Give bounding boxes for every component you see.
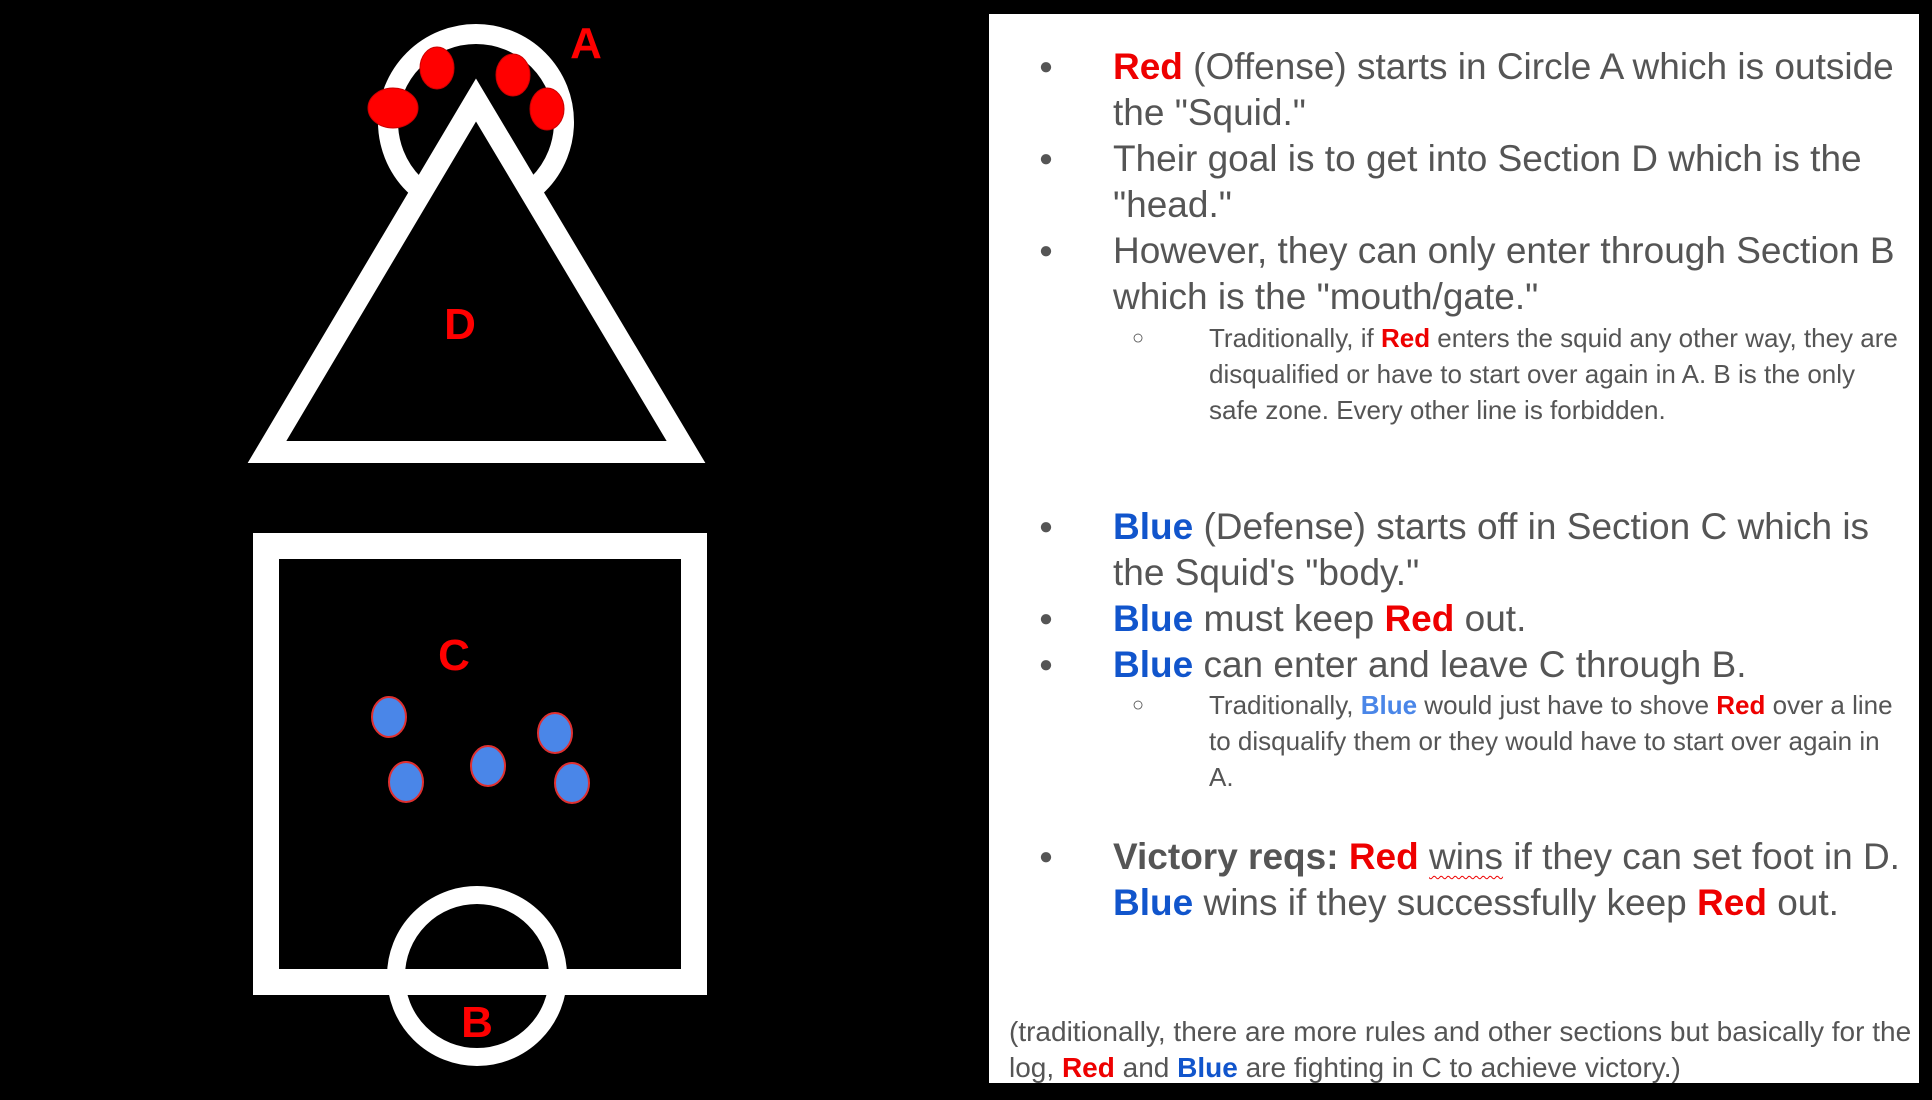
rule-text: out. bbox=[1766, 882, 1839, 923]
blue-player bbox=[470, 745, 506, 787]
rule-text: must keep bbox=[1193, 598, 1385, 639]
squid-game-diagram: A D C B bbox=[247, 19, 707, 1066]
blue-player bbox=[554, 762, 590, 804]
rule-blue-movement: ● Blue can enter and leave C through B. bbox=[1039, 642, 1913, 688]
label-a: A bbox=[570, 19, 602, 68]
rule-text: However, they can only enter through Sec… bbox=[1113, 230, 1895, 317]
bullet-icon: ● bbox=[1038, 651, 1054, 678]
red-players bbox=[367, 46, 565, 131]
rule-text: Traditionally, bbox=[1209, 690, 1361, 720]
blue-term: Blue bbox=[1113, 506, 1194, 547]
bullet-icon: ● bbox=[1038, 605, 1054, 632]
red-term: Red bbox=[1348, 836, 1419, 877]
circle-b-outline bbox=[387, 886, 567, 1066]
sub-bullet-icon: ○ bbox=[1131, 327, 1145, 349]
rule-text: wins if they successfully keep bbox=[1193, 882, 1698, 923]
red-player bbox=[367, 87, 419, 129]
blue-term: Blue bbox=[1113, 882, 1194, 923]
red-term: Red bbox=[1061, 1052, 1115, 1083]
rule-keep-out: ● Blue must keep Red out. bbox=[1039, 596, 1913, 642]
rule-text: Traditionally, if bbox=[1209, 323, 1381, 353]
rule-entry: ● However, they can only enter through S… bbox=[1039, 228, 1913, 320]
rule-goal: ● Their goal is to get into Section D wh… bbox=[1039, 136, 1913, 228]
note-text: (traditionally, there are more rules and… bbox=[1009, 1016, 1912, 1083]
label-c: C bbox=[438, 631, 470, 680]
sub-bullet-icon: ○ bbox=[1131, 694, 1145, 716]
blue-term: Blue bbox=[1113, 598, 1194, 639]
bullet-icon: ● bbox=[1038, 237, 1054, 264]
footnote: (traditionally, there are more rules and… bbox=[1009, 1014, 1919, 1086]
rule-text: would just have to shove bbox=[1417, 690, 1717, 720]
bullet-icon: ● bbox=[1038, 513, 1054, 540]
bullet-icon: ● bbox=[1038, 843, 1054, 870]
note-text: are fighting in C to achieve victory.) bbox=[1237, 1052, 1681, 1083]
red-term: Red bbox=[1113, 46, 1183, 87]
rule-text: Their goal is to get into Section D whic… bbox=[1113, 138, 1862, 225]
rule-blue-defense: ● Blue (Defense) starts off in Section C… bbox=[1039, 504, 1913, 596]
blue-player bbox=[537, 712, 573, 754]
blue-players bbox=[371, 696, 590, 804]
blue-term: Blue bbox=[1113, 644, 1194, 685]
rule-victory: ● Victory reqs: Red wins if they can set… bbox=[1039, 834, 1913, 926]
rules-panel: ● Red (Offense) starts in Circle A which… bbox=[985, 10, 1923, 1087]
rule-text: enters the squid any other way, they are… bbox=[1209, 323, 1898, 425]
blue-player bbox=[371, 696, 407, 738]
note-text: and bbox=[1114, 1052, 1178, 1083]
subrule-shove: ○ Traditionally, Blue would just have to… bbox=[1132, 687, 1909, 795]
red-term: Red bbox=[1697, 882, 1767, 923]
rule-text: can enter and leave C through B. bbox=[1193, 644, 1747, 685]
red-player bbox=[495, 53, 531, 97]
blue-term: Blue bbox=[1177, 1052, 1238, 1083]
red-term: Red bbox=[1380, 323, 1431, 353]
rule-text: if they can set foot in D. bbox=[1503, 836, 1900, 877]
triangle-d-outline bbox=[247, 78, 706, 463]
red-term: Red bbox=[1384, 598, 1455, 639]
label-d: D bbox=[444, 300, 476, 349]
red-term: Red bbox=[1716, 690, 1766, 720]
subrule-disqualify-red: ○ Traditionally, if Red enters the squid… bbox=[1132, 320, 1909, 428]
label-b: B bbox=[461, 998, 493, 1047]
victory-label: Victory reqs: bbox=[1113, 836, 1339, 877]
blue-term: Blue bbox=[1360, 690, 1418, 720]
rule-text: (Defense) starts off in Section C which … bbox=[1113, 506, 1870, 593]
bullet-icon: ● bbox=[1038, 53, 1054, 80]
square-c-outline bbox=[253, 533, 707, 995]
blue-player bbox=[388, 761, 424, 803]
bullet-icon: ● bbox=[1038, 145, 1054, 172]
spellcheck-word[interactable]: wins bbox=[1429, 836, 1504, 877]
rule-red-offense: ● Red (Offense) starts in Circle A which… bbox=[1039, 44, 1913, 136]
red-player bbox=[529, 87, 565, 131]
rule-text: (Offense) starts in Circle A which is ou… bbox=[1113, 46, 1894, 133]
rule-text: out. bbox=[1454, 598, 1527, 639]
rule-text: over a line to disqualify them or they w… bbox=[1209, 690, 1893, 792]
red-player bbox=[419, 46, 455, 90]
